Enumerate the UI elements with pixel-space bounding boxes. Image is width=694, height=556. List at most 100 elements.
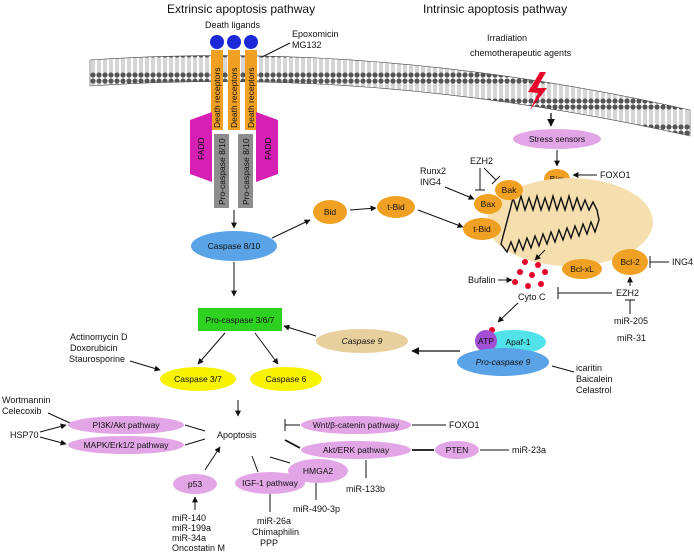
caspase-3-7-node	[160, 367, 236, 391]
inhibit-bar	[491, 175, 501, 185]
death-receptor	[228, 50, 240, 130]
cyto-c-label: Cyto C	[518, 292, 546, 302]
mir-34a-label: miR-34a	[172, 533, 206, 543]
arrow	[129, 360, 161, 372]
cell-membrane	[89, 55, 691, 137]
akt-erk-node	[301, 441, 411, 459]
arrow	[534, 249, 546, 261]
stress-sensors-label: Stress sensors	[529, 134, 585, 144]
bid-label: Bid	[324, 207, 337, 217]
bax-label: Bax	[481, 199, 496, 209]
atp-label: ATP	[478, 336, 494, 346]
death-receptor	[211, 50, 223, 130]
cyto-c-dots	[489, 259, 548, 333]
atp-node	[475, 330, 497, 352]
inhibit-line	[551, 365, 575, 373]
hmga2-node	[288, 459, 348, 483]
ing4-label: ING4	[420, 177, 441, 187]
inhibit-line	[269, 456, 291, 464]
death-ligand	[227, 35, 241, 49]
bcl-2-label: Bcl-2	[620, 257, 640, 267]
caspase-6-node	[250, 367, 322, 391]
mapk-erk-label: MAPK/Erk1/2 pathway	[83, 440, 169, 450]
death-ligand	[244, 35, 258, 49]
pten-node	[435, 441, 479, 459]
death-receptor-label: Death receptors	[212, 68, 222, 128]
pro-caspase-8-10-label: Pro-caspase 8/10	[217, 138, 227, 205]
staurosporine-label: Staurosporine	[69, 354, 125, 364]
ppp-label: PPP	[260, 538, 278, 548]
mitochondrion-cristae	[500, 193, 600, 255]
mir-199a-label: miR-199a	[172, 523, 211, 533]
pro-caspase-3-6-7-label: Pro-caspase 3/6/7	[206, 315, 275, 325]
igf1-label: IGF-1 pathway	[242, 478, 298, 488]
akt-erk-label: Akt/ERK pathway	[323, 445, 390, 455]
bufalin-label: Bufalin	[468, 275, 496, 285]
arrow	[444, 186, 475, 200]
extrinsic-header: Extrinsic apoptosis pathway	[167, 2, 315, 16]
hsp70-label: HSP70	[10, 430, 39, 440]
fadd-label: FADD	[263, 137, 273, 160]
arrow	[497, 302, 519, 323]
mir-490-label: miR-490-3p	[293, 504, 340, 514]
stress-sensors-node	[513, 129, 601, 149]
caspase-8-10-label: Caspase 8/10	[208, 241, 261, 251]
actinomycin-label: Actinomycin D	[70, 332, 128, 342]
death-receptor	[245, 50, 257, 130]
icaritin-label: icaritin	[576, 363, 602, 373]
runx2-label: Runx2	[420, 166, 446, 176]
mg132-label: MG132	[292, 40, 322, 50]
t-bid-node	[463, 218, 501, 240]
fadd-left	[190, 112, 212, 182]
arrow	[39, 436, 67, 446]
caspase-6-label: Caspase 6	[266, 374, 307, 384]
caspase-8-10-node	[191, 231, 277, 261]
foxo1-bottom-label: FOXO1	[449, 420, 480, 430]
bcl-2-node	[612, 249, 648, 275]
chimaphilin-label: Chimaphilin	[252, 527, 299, 537]
pi3k-akt-label: PI3K/Akt pathway	[92, 420, 160, 430]
ezh2-label: EZH2	[470, 156, 493, 166]
doxorubicin-label: Doxorubicin	[70, 343, 118, 353]
mir-31-label: miR-31	[617, 333, 646, 343]
pro-caspase-9-label: Pro-caspase 9	[476, 357, 531, 367]
bak-node	[495, 180, 523, 200]
apaf-1-node	[482, 330, 546, 354]
bid-node	[313, 200, 347, 224]
p53-node	[173, 474, 217, 494]
lightning-icon	[528, 72, 547, 110]
pro-caspase-8-10	[238, 134, 253, 208]
celecoxib-label: Celecoxib	[2, 406, 42, 416]
death-receptor-label: Death receptors	[229, 68, 239, 128]
arrow	[254, 332, 279, 365]
wortmannin-label: Wortmannin	[2, 395, 50, 405]
foxo1-label: FOXO1	[600, 170, 631, 180]
arrow	[197, 332, 226, 365]
epoxomicin-label: Epoxomicin	[292, 29, 339, 39]
inhibit-line	[251, 455, 259, 473]
mir-140-label: miR-140	[172, 513, 206, 523]
celastrol-label: Celastrol	[576, 385, 612, 395]
death-ligands-label: Death ligands	[205, 20, 261, 30]
hmga2-label: HMGA2	[303, 466, 334, 476]
caspase-9-label: Caspase 9	[342, 336, 383, 346]
arrow	[204, 446, 221, 471]
death-receptor-label: Death receptors	[246, 68, 256, 128]
oncostatin-label: Oncostatin M	[172, 543, 225, 551]
arrow	[349, 205, 377, 212]
apoptosis-label: Apoptosis	[217, 430, 257, 440]
pro-caspase-3-6-7-node	[198, 308, 282, 331]
ing4-right-label: ING4	[672, 257, 693, 267]
inhibit-line	[284, 439, 301, 449]
bcl-xl-label: Bcl-xL	[570, 264, 594, 274]
arrow	[271, 219, 311, 239]
arrow	[39, 423, 67, 433]
wnt-node	[301, 416, 411, 434]
apaf-1-label: Apaf-1	[505, 337, 530, 347]
inhibit-line	[261, 42, 291, 58]
arrow	[417, 209, 464, 228]
igf1-node	[235, 472, 305, 494]
wnt-label: Wnt/β-catenin pathway	[313, 420, 400, 430]
pi3k-akt-node	[68, 416, 184, 434]
